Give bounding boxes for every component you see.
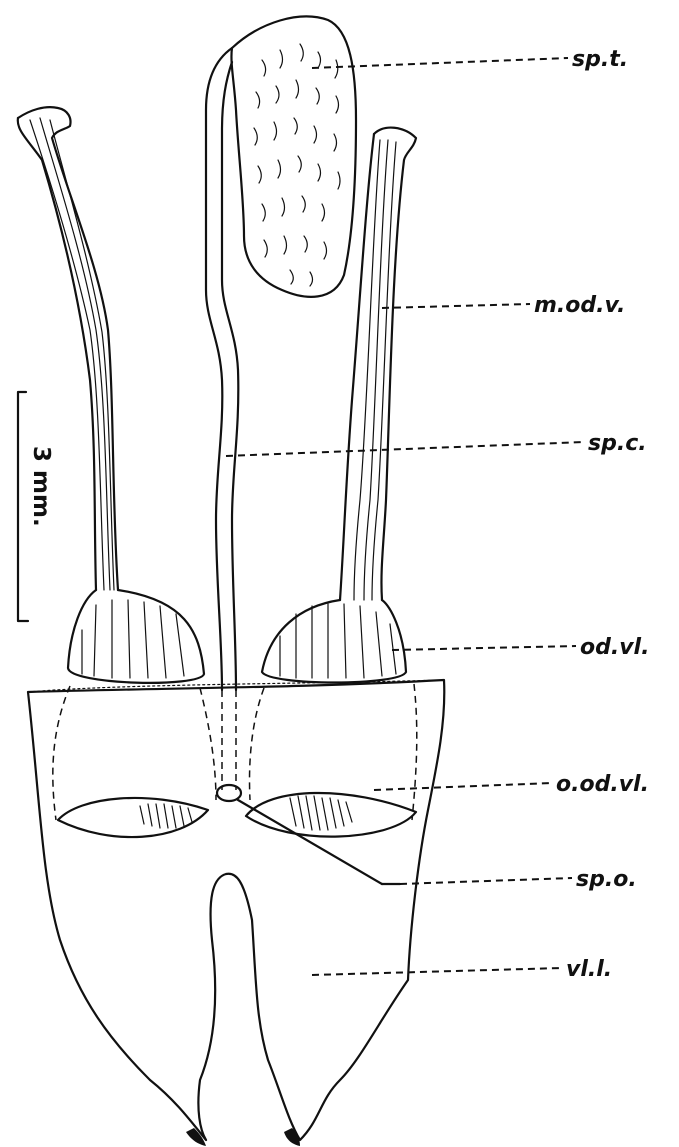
left-lateral-oviduct [18, 107, 204, 683]
left-oviducal-opening [58, 798, 208, 837]
label-oviducal-valve: od.vl. [580, 635, 649, 660]
label-spermathecal-canal: sp.c. [588, 431, 647, 456]
spermathecal-canal [206, 48, 238, 690]
valvula [28, 680, 444, 1146]
scale-bar: 3 mm. [18, 392, 54, 621]
spermatheca [231, 16, 356, 296]
label-median-oviduct: m.od.v. [534, 293, 625, 318]
leader-lines [226, 58, 584, 975]
label-spermathecal-opening: sp.o. [576, 867, 637, 892]
scale-bar-label: 3 mm. [28, 446, 54, 527]
label-opening-oviducal-valve: o.od.vl. [556, 772, 649, 797]
right-lateral-oviduct [262, 128, 416, 683]
label-valvula: vl.l. [566, 957, 612, 982]
label-spermatheca: sp.t. [572, 47, 628, 72]
right-oviducal-opening [246, 793, 416, 837]
